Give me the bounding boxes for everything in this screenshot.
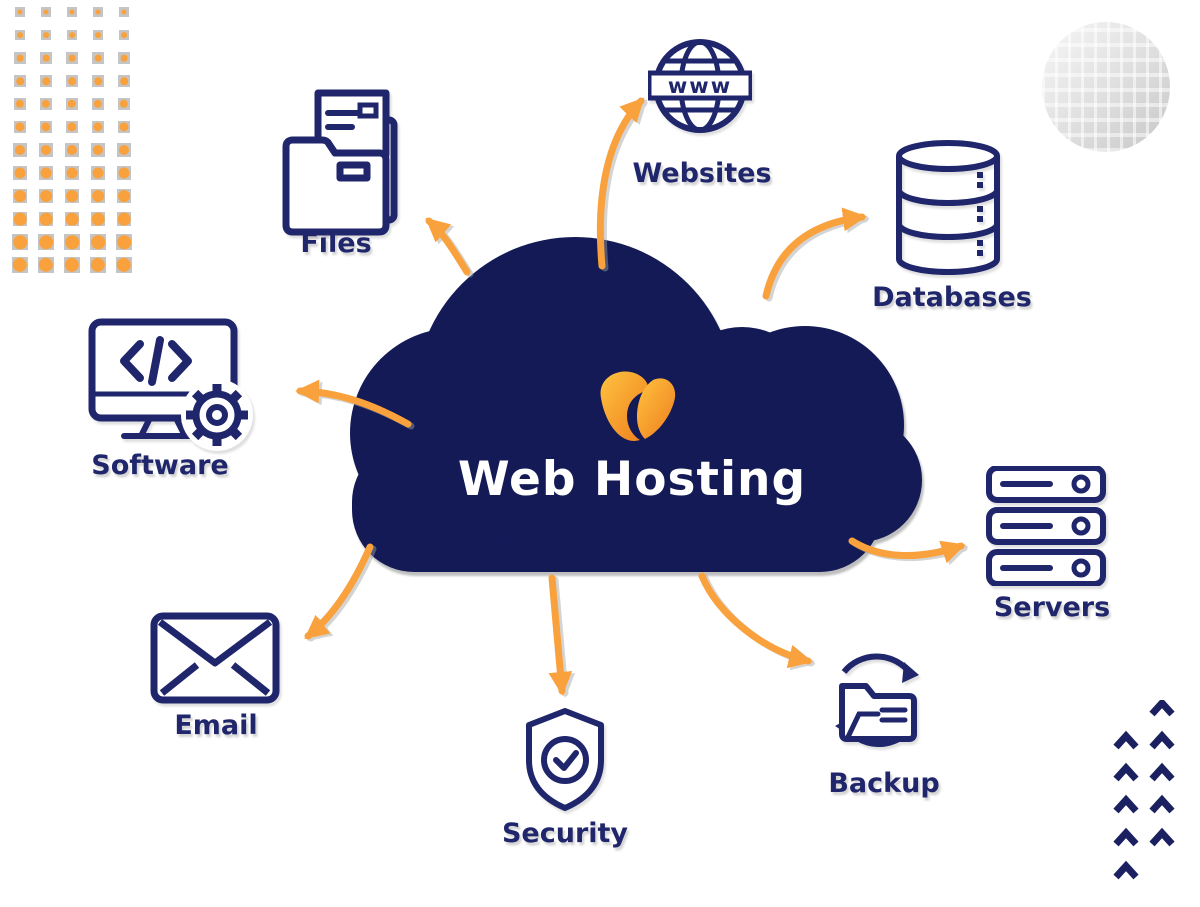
dot-cell (40, 29, 52, 41)
folder-files-icon (278, 85, 400, 241)
dot-cell (40, 52, 52, 64)
dot-cell (65, 97, 79, 111)
arrow-to-databases (762, 207, 867, 300)
center-title: Web Hosting (457, 452, 807, 507)
dot-cell (90, 211, 106, 227)
brand-v-logo (600, 371, 676, 441)
arrow-to-email (304, 543, 374, 640)
dot-cell (92, 29, 104, 41)
dot-cell (91, 97, 105, 111)
dot-cell (13, 143, 27, 157)
dotted-sphere-decoration (1042, 22, 1170, 152)
dot-cell (41, 7, 51, 17)
dot-cell (38, 188, 54, 204)
dot-cell (14, 75, 26, 87)
dot-cell (90, 188, 106, 204)
websites-label: Websites (632, 158, 772, 189)
dot-cell (37, 256, 55, 274)
dot-cell (14, 52, 26, 64)
dot-cell (12, 234, 28, 250)
dot-cell (117, 143, 131, 157)
dot-cell (65, 166, 79, 180)
dot-cell (64, 234, 80, 250)
dot-cell (67, 7, 77, 17)
dot-cell (91, 143, 105, 157)
dot-cell (92, 52, 104, 64)
dot-cell (92, 75, 104, 87)
dot-cell (63, 256, 81, 274)
dot-cell (12, 188, 28, 204)
security-label: Security (501, 818, 629, 849)
chevron-pattern (1113, 700, 1175, 880)
dot-cell (91, 166, 105, 180)
dot-grid-pattern (11, 4, 157, 294)
dot-cell (115, 256, 133, 274)
dot-cell (89, 256, 107, 274)
dot-cell (13, 97, 27, 111)
dot-cell (116, 211, 132, 227)
database-stack-icon (893, 136, 1003, 282)
svg-text:www: www (668, 74, 732, 98)
dot-cell (65, 120, 79, 134)
dot-cell (117, 120, 131, 134)
code-monitor-gear-icon (88, 318, 263, 457)
gear-icon (181, 379, 253, 451)
dot-cell (117, 97, 131, 111)
dot-cell (65, 143, 79, 157)
dot-cell (90, 234, 106, 250)
dot-cell (39, 143, 53, 157)
dot-cell (14, 29, 26, 41)
dot-cell (116, 188, 132, 204)
arrow-to-servers (848, 537, 966, 564)
dot-cell (39, 166, 53, 180)
dot-cell (118, 75, 130, 87)
email-label: Email (174, 710, 258, 741)
dot-cell (38, 234, 54, 250)
dot-cell (13, 120, 27, 134)
arrow-to-backup (698, 572, 813, 669)
dot-cell (64, 188, 80, 204)
dot-cell (39, 97, 53, 111)
files-label: Files (300, 228, 372, 259)
dot-cell (93, 7, 103, 17)
dot-cell (91, 120, 105, 134)
shield-check-icon (513, 706, 617, 818)
dot-cell (118, 52, 130, 64)
dot-cell (116, 234, 132, 250)
dot-cell (118, 29, 130, 41)
dot-cell (13, 166, 27, 180)
dot-cell (66, 29, 78, 41)
globe-www-icon: www (646, 36, 754, 154)
arrow-to-websites (596, 97, 645, 270)
dot-cell (64, 211, 80, 227)
dot-cell (66, 75, 78, 87)
dot-cell (11, 256, 29, 274)
databases-label: Databases (872, 282, 1032, 313)
backup-label: Backup (828, 768, 940, 799)
dot-cell (39, 120, 53, 134)
arrow-to-software (295, 379, 412, 428)
dot-cell (66, 52, 78, 64)
servers-label: Servers (993, 592, 1111, 623)
envelope-icon (150, 612, 280, 708)
folder-sync-icon (820, 642, 935, 766)
server-rack-icon (986, 465, 1106, 590)
dot-cell (38, 211, 54, 227)
dot-cell (12, 211, 28, 227)
dot-cell (40, 75, 52, 87)
software-label: Software (91, 450, 229, 481)
dot-cell (119, 7, 129, 17)
arrow-to-security (548, 574, 573, 696)
dot-cell (117, 166, 131, 180)
arrow-to-files (425, 217, 471, 276)
dot-cell (15, 7, 25, 17)
